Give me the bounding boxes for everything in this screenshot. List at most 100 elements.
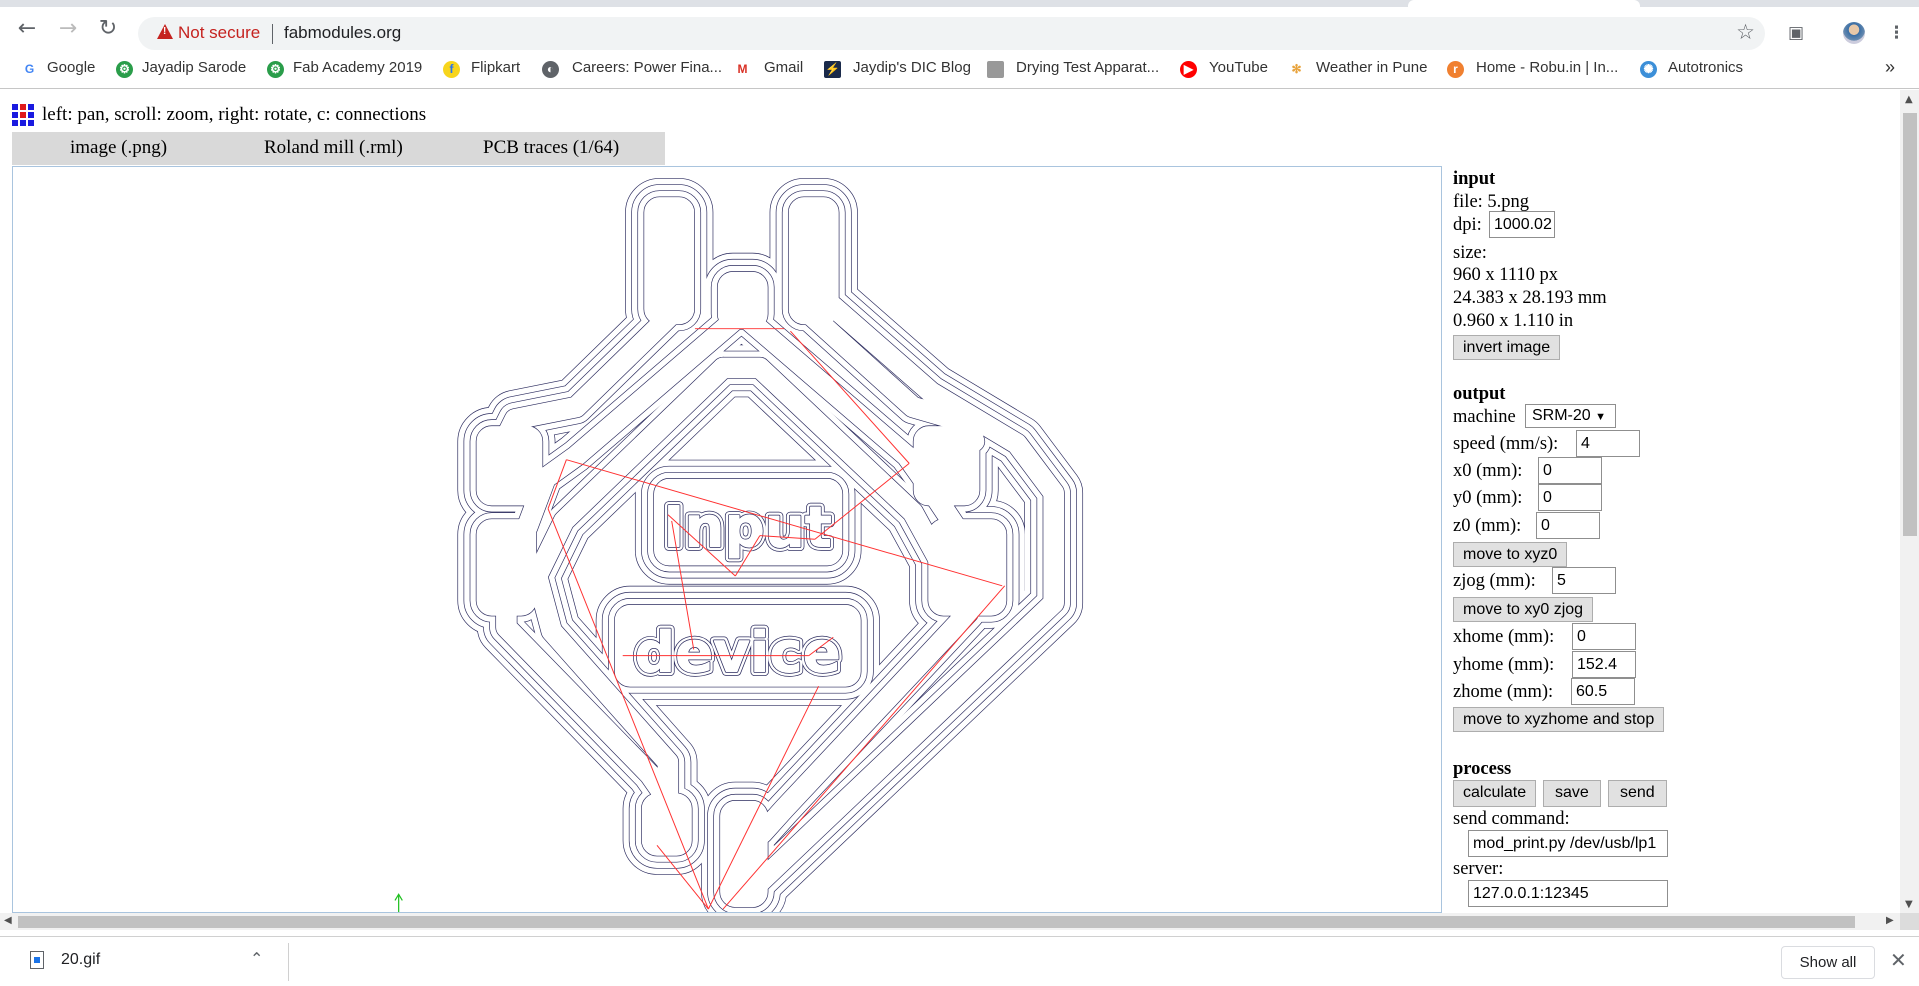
bookmark-item[interactable]: Weather in Pune bbox=[1316, 59, 1428, 76]
pcb-label-text: device bbox=[635, 621, 841, 686]
file-icon bbox=[30, 951, 44, 969]
speed-input[interactable]: 4 bbox=[1576, 430, 1640, 457]
bookmark-star-icon[interactable]: ☆ bbox=[1736, 20, 1755, 44]
dpi-label: dpi: bbox=[1453, 215, 1482, 235]
address-bar[interactable]: Not secure fabmodules.org ☆ bbox=[138, 17, 1765, 50]
fab-modules-logo-icon bbox=[12, 104, 34, 126]
copper-trace bbox=[745, 316, 961, 532]
connection-line bbox=[671, 520, 695, 650]
bookmark-item[interactable]: Flipkart bbox=[471, 59, 521, 76]
process-heading: process bbox=[1453, 759, 1512, 779]
server-label: server: bbox=[1453, 859, 1504, 879]
connection-line bbox=[547, 459, 567, 509]
zjog-input[interactable]: 5 bbox=[1552, 567, 1616, 594]
bookmark-item[interactable]: Autotronics bbox=[1668, 59, 1744, 76]
bookmark-item[interactable]: Gmail bbox=[764, 59, 804, 76]
move-to-xy0-zjog-button[interactable]: move to xy0 zjog bbox=[1453, 597, 1594, 622]
page-icon bbox=[987, 61, 1004, 78]
horizontal-scroll-thumb[interactable] bbox=[18, 916, 1855, 928]
yhome-input[interactable]: 152.4 bbox=[1572, 651, 1636, 678]
x0-input[interactable]: 0 bbox=[1538, 457, 1602, 484]
copper-trace bbox=[522, 316, 738, 532]
chevron-up-icon[interactable]: ⌃ bbox=[250, 949, 264, 968]
connection-line bbox=[734, 535, 761, 577]
machine-select[interactable]: SRM-20 ▼ bbox=[1525, 404, 1616, 428]
copper-pad bbox=[659, 484, 837, 561]
move-to-xyz0-button[interactable]: move to xyz0 bbox=[1453, 542, 1568, 567]
module-tabs: image (.png) Roland mill (.rml) PCB trac… bbox=[12, 132, 665, 165]
bookmark-item[interactable]: YouTube bbox=[1209, 59, 1268, 76]
avatar[interactable] bbox=[1843, 22, 1865, 44]
pcb-label-text: device bbox=[635, 621, 841, 686]
connection-line bbox=[790, 330, 910, 464]
security-label[interactable]: Not secure bbox=[178, 23, 261, 42]
bookmark-item[interactable]: Jayadip Sarode bbox=[142, 59, 247, 76]
size-in: 0.960 x 1.110 in bbox=[1453, 311, 1574, 331]
extension-icon[interactable]: ▣ bbox=[1788, 23, 1805, 43]
tab-image-png[interactable]: image (.png) bbox=[70, 137, 168, 158]
download-filename[interactable]: 20.gif bbox=[61, 951, 101, 968]
file-label: file: 5.png bbox=[1453, 192, 1530, 212]
xhome-input[interactable]: 0 bbox=[1572, 623, 1636, 650]
send-command-input[interactable]: mod_print.py /dev/usb/lp1 bbox=[1468, 830, 1668, 857]
server-input[interactable]: 127.0.0.1:12345 bbox=[1468, 880, 1668, 907]
more-bookmarks-button[interactable]: » bbox=[1885, 57, 1896, 77]
connection-line bbox=[722, 585, 1006, 910]
dpi-input[interactable]: 1000.02 bbox=[1489, 211, 1555, 238]
scroll-right-icon[interactable]: ▶ bbox=[1886, 915, 1894, 926]
size-label: size: bbox=[1453, 243, 1487, 263]
z0-input[interactable]: 0 bbox=[1536, 512, 1600, 539]
invert-image-button[interactable]: invert image bbox=[1453, 335, 1561, 360]
y0-label: y0 (mm): bbox=[1453, 488, 1523, 508]
zjog-label: zjog (mm): bbox=[1453, 571, 1536, 591]
bookmark-item[interactable]: Home - Robu.in | In... bbox=[1476, 59, 1619, 76]
bookmark-item[interactable]: Fab Academy 2019 bbox=[293, 59, 423, 76]
y0-input[interactable]: 0 bbox=[1538, 484, 1602, 511]
bookmark-item[interactable]: Google bbox=[47, 59, 96, 76]
copper-pad bbox=[481, 524, 531, 611]
save-button[interactable]: save bbox=[1543, 780, 1601, 807]
scroll-down-icon[interactable]: ▼ bbox=[1905, 899, 1913, 910]
flipkart-icon: f bbox=[443, 61, 460, 78]
move-to-xyzhome-button[interactable]: move to xyzhome and stop bbox=[1453, 707, 1665, 732]
zhome-input[interactable]: 60.5 bbox=[1571, 678, 1635, 705]
google-icon: G bbox=[21, 61, 38, 78]
connection-line bbox=[759, 535, 815, 540]
robu-icon: r bbox=[1447, 61, 1464, 78]
scroll-up-icon[interactable]: ▲ bbox=[1905, 94, 1913, 105]
axis-arrow-icon bbox=[394, 893, 403, 901]
reload-icon[interactable]: ↻ bbox=[98, 16, 118, 41]
copper-pad bbox=[649, 202, 689, 319]
tab-pcb-traces[interactable]: PCB traces (1/64) bbox=[483, 137, 620, 158]
menu-icon[interactable]: ⋮ bbox=[1888, 23, 1905, 43]
connection-line bbox=[547, 508, 709, 910]
copper-pad bbox=[620, 610, 856, 682]
copper-pad bbox=[647, 798, 687, 851]
tab-roland-mill[interactable]: Roland mill (.rml) bbox=[264, 137, 403, 158]
forward-icon[interactable]: → bbox=[58, 16, 78, 41]
bookmark-item[interactable]: Careers: Power Fina... bbox=[572, 59, 723, 76]
back-icon[interactable]: ← bbox=[17, 16, 37, 41]
copper-trace bbox=[503, 311, 675, 437]
close-icon[interactable]: ✕ bbox=[1890, 948, 1907, 972]
copper-pad bbox=[723, 277, 763, 324]
globe-icon: ◐ bbox=[542, 61, 559, 78]
divider bbox=[288, 943, 289, 981]
machine-label: machine bbox=[1453, 407, 1516, 427]
browser-tab[interactable] bbox=[1408, 0, 1640, 7]
pcb-label-text: Input bbox=[663, 496, 831, 561]
vertical-scroll-thumb[interactable] bbox=[1903, 113, 1917, 536]
warning-icon bbox=[157, 24, 173, 39]
connection-line bbox=[814, 462, 910, 540]
download-bar: 20.gif ⌃ Show all ✕ bbox=[0, 936, 1919, 986]
send-command-label: send command: bbox=[1453, 809, 1570, 829]
bookmark-item[interactable]: Drying Test Apparat... bbox=[1016, 59, 1160, 76]
scroll-left-icon[interactable]: ◀ bbox=[4, 915, 12, 926]
scrollbar-corner bbox=[1900, 913, 1919, 930]
calculate-button[interactable]: calculate bbox=[1453, 780, 1537, 807]
bookmark-item[interactable]: Jaydip's DIC Blog bbox=[853, 59, 971, 76]
send-button[interactable]: send bbox=[1608, 780, 1667, 807]
show-all-button[interactable]: Show all bbox=[1781, 946, 1875, 979]
url-text[interactable]: fabmodules.org bbox=[284, 23, 402, 42]
